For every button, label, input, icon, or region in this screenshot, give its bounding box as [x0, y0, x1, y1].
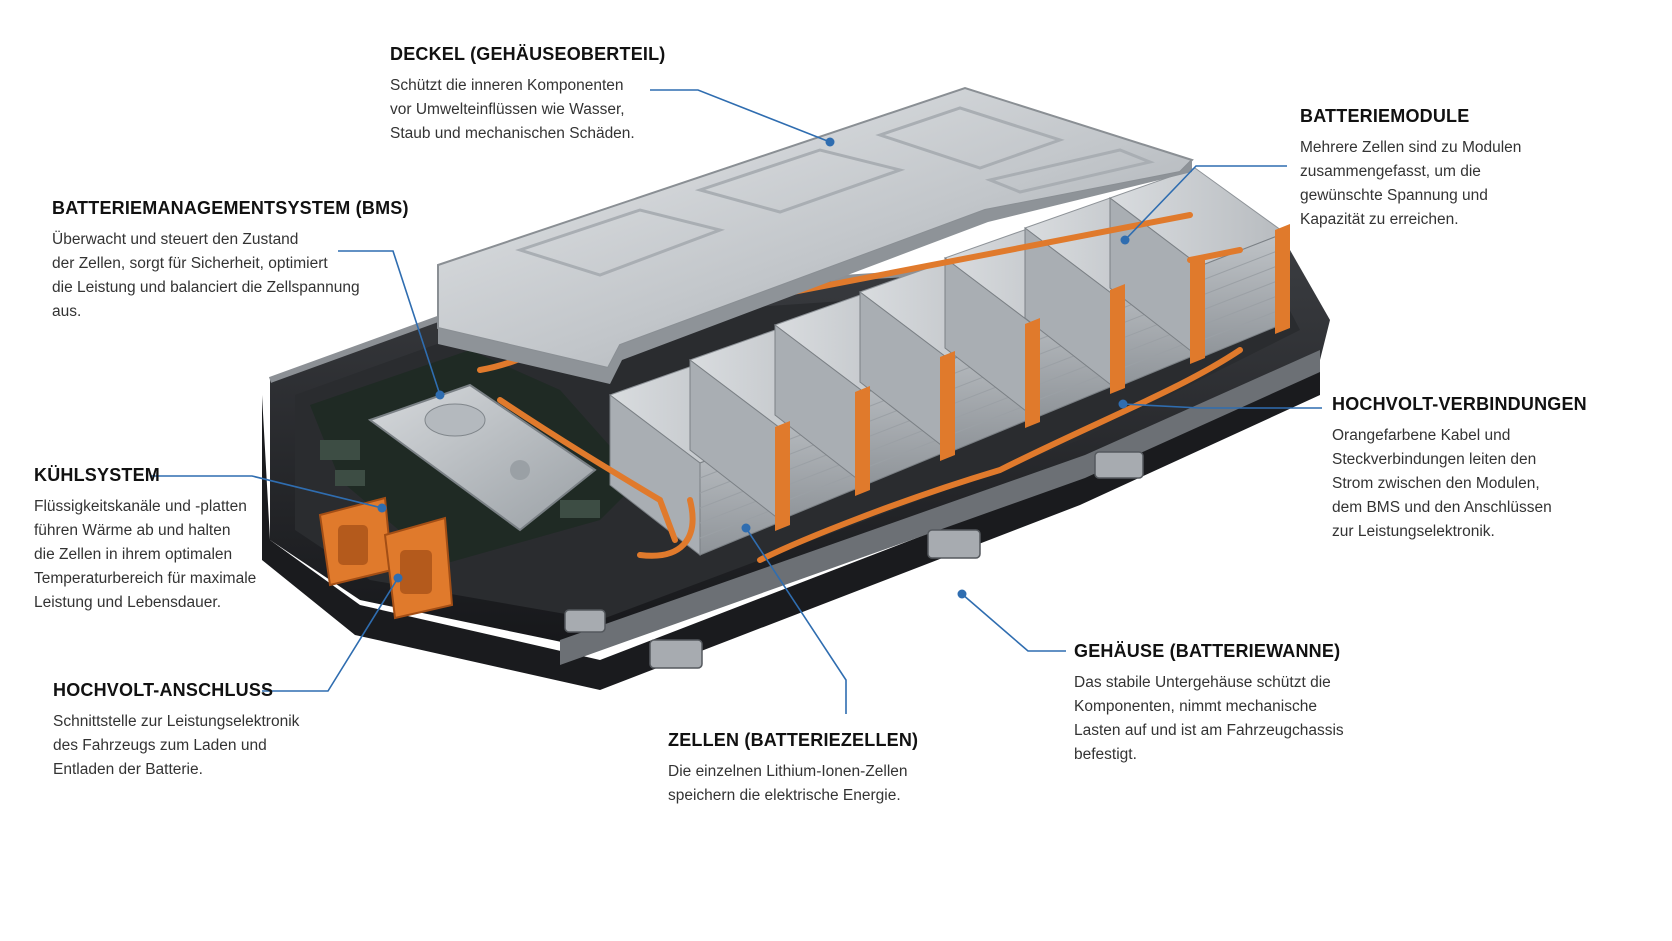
- leader-module: [1124, 165, 1287, 241]
- callout-title: HOCHVOLT-VERBINDUNGEN: [1332, 394, 1587, 414]
- module-strap: [1110, 284, 1125, 394]
- callout-title: BATTERIEMODULE: [1300, 106, 1470, 126]
- leader-bms-dot: [435, 390, 445, 400]
- module-straps: [775, 224, 1290, 531]
- leader-deckel-dot: [825, 137, 835, 147]
- leader-zellen: [745, 527, 847, 714]
- leader-zellen-dot: [741, 523, 751, 533]
- leader-hv-verbindung: [1122, 403, 1322, 409]
- module-strap: [940, 351, 955, 461]
- lid-cover: [437, 86, 1194, 384]
- hv-connector-plugs: [318, 496, 454, 620]
- callout-title: GEHÄUSE (BATTERIEWANNE): [1074, 641, 1341, 661]
- leader-lines: [150, 89, 1322, 714]
- module-strap: [775, 421, 790, 531]
- callout-title: DECKEL (GEHÄUSEOBERTEIL): [390, 44, 666, 64]
- module-strap: [855, 386, 870, 496]
- leader-gehaeuse: [961, 593, 1066, 652]
- leader-deckel: [650, 89, 831, 143]
- leader-bms: [338, 250, 441, 396]
- callout-title: BATTERIEMANAGEMENTSYSTEM (BMS): [52, 198, 409, 218]
- leader-hv-anschluss-dot: [393, 573, 403, 583]
- leader-gehaeuse-dot: [957, 589, 967, 599]
- callout-hochvolt-verbindungen: HOCHVOLT-VERBINDUNGEN Orangefarbene Kabe…: [1332, 394, 1587, 544]
- callout-deckel: DECKEL (GEHÄUSEOBERTEIL) Schützt die inn…: [390, 44, 666, 146]
- leader-kuehl: [150, 475, 383, 509]
- bms-unit: [310, 350, 640, 565]
- callout-batteriemodule: BATTERIEMODULE Mehrere Zellen sind zu Mo…: [1300, 106, 1521, 232]
- module-strap: [1025, 318, 1040, 428]
- module-strap: [1275, 224, 1290, 334]
- leader-module-dot: [1120, 235, 1130, 245]
- leader-kuehl-dot: [377, 503, 387, 513]
- leader-hv-anschluss: [262, 577, 399, 692]
- callout-title: HOCHVOLT-ANSCHLUSS: [53, 680, 274, 700]
- leader-hv-verbindung-dot: [1118, 399, 1128, 409]
- battery-module: [1108, 167, 1287, 360]
- callout-kuehlsystem: KÜHLSYSTEM Flüssigkeitskanäle und -platt…: [34, 465, 256, 615]
- leader-dots: [377, 137, 1130, 599]
- callout-bms: BATTERIEMANAGEMENTSYSTEM (BMS) Überwacht…: [52, 198, 409, 324]
- callout-gehaeuse: GEHÄUSE (BATTERIEWANNE) Das stabile Unte…: [1074, 641, 1344, 767]
- callout-hochvolt-anschluss: HOCHVOLT-ANSCHLUSS Schnittstelle zur Lei…: [53, 680, 299, 782]
- callout-zellen: ZELLEN (BATTERIEZELLEN) Die einzelnen Li…: [668, 730, 918, 808]
- module-strap: [1190, 254, 1205, 364]
- callout-title: KÜHLSYSTEM: [34, 465, 161, 485]
- callout-title: ZELLEN (BATTERIEZELLEN): [668, 730, 919, 750]
